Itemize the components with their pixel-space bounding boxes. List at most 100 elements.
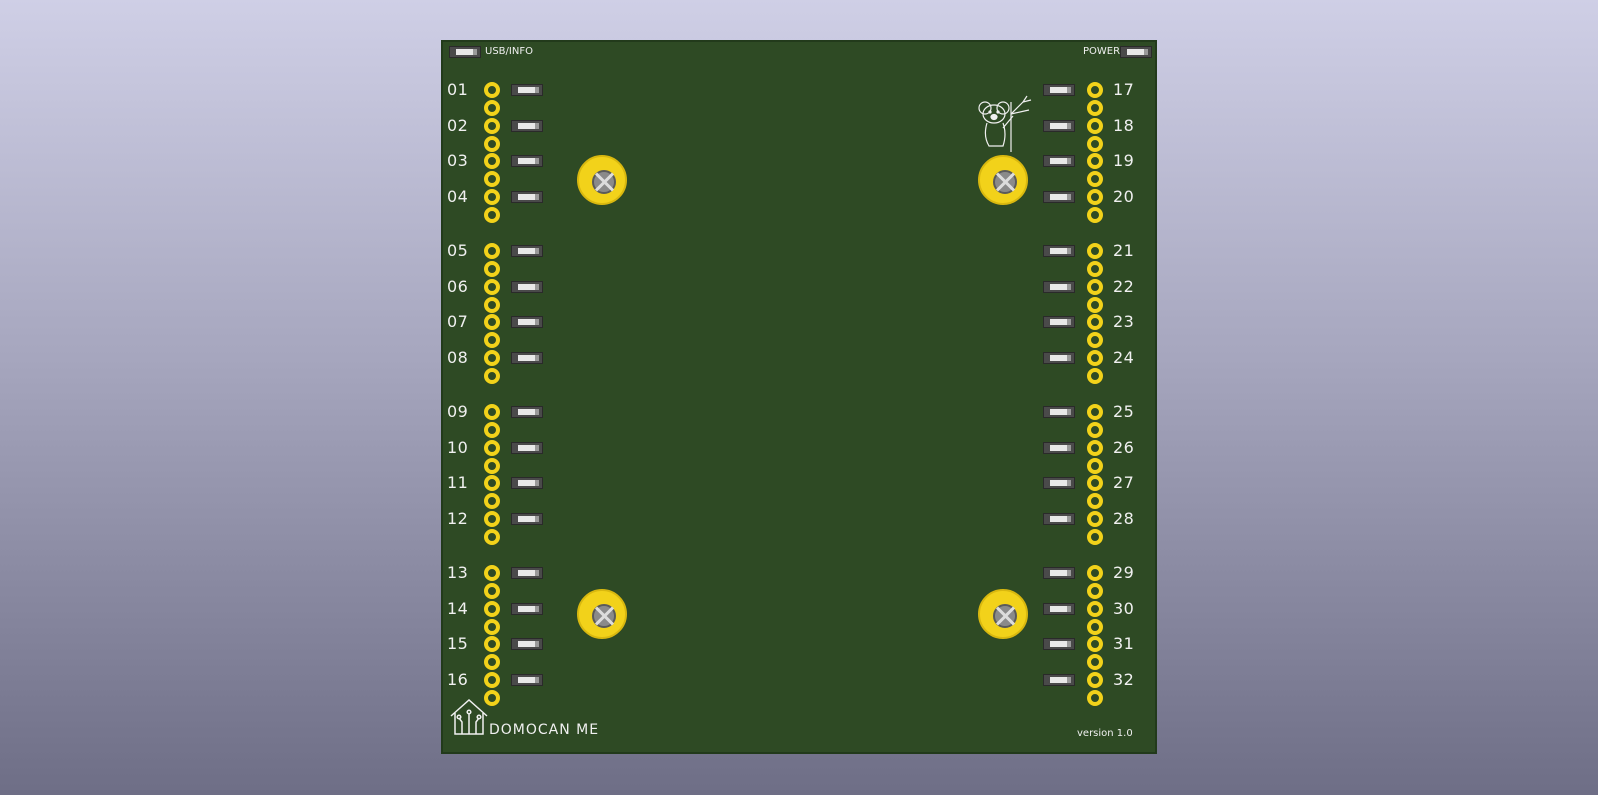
solder-pad [484,690,500,707]
koala-icon [978,95,1032,152]
channel-led [511,567,543,579]
pcb-board: USB/INFO POWER DOMOCAN ME version 1.0 01… [441,40,1157,754]
power-label: POWER [1083,46,1121,57]
solder-pad [1087,636,1103,653]
solder-pad [484,600,500,617]
channel-led [1043,567,1075,579]
channel-led [511,316,543,329]
solder-pad [1087,82,1103,98]
channel-led [511,84,543,96]
channel-number: 22 [1113,276,1135,296]
channel-number: 17 [1113,80,1135,99]
channel-led [1043,674,1075,687]
solder-pad [484,171,500,188]
channel-led [1043,513,1075,526]
solder-pad [1087,618,1103,635]
solder-pad [1087,600,1103,617]
channel-number: 01 [447,80,469,99]
solder-pad [484,100,500,116]
channel-led [1043,352,1075,365]
mounting-hole-icon [978,589,1028,639]
solder-pad [1087,332,1103,349]
solder-pad [1087,457,1103,474]
solder-pad [484,296,500,313]
channel-led [1043,119,1075,132]
channel-number: 19 [1113,151,1135,171]
channel-led [511,477,543,490]
channel-number: 20 [1113,187,1135,207]
channel-number: 13 [447,563,469,582]
solder-pad [484,529,500,546]
channel-number: 02 [447,115,469,135]
solder-pad [1087,189,1103,206]
channel-number: 28 [1113,509,1135,529]
solder-pad [484,618,500,635]
channel-number: 10 [447,437,469,457]
channel-number: 32 [1113,670,1135,690]
solder-pad [1087,243,1103,259]
channel-number: 29 [1113,563,1135,582]
channel-number: 16 [447,670,469,690]
channel-led [1043,441,1075,454]
channel-led [1043,245,1075,257]
channel-led [511,119,543,132]
channel-led [1043,84,1075,96]
solder-pad [1087,422,1103,438]
solder-pad [484,654,500,671]
channel-led [1043,155,1075,168]
channel-number: 31 [1113,634,1135,654]
channel-led [1043,477,1075,490]
solder-pad [484,511,500,528]
solder-pad [1087,654,1103,671]
solder-pad [484,565,500,581]
solder-pad [484,332,500,349]
channel-number: 05 [447,241,469,260]
solder-pad [484,636,500,653]
solder-pad [1087,278,1103,295]
channel-number: 07 [447,312,469,332]
channel-led [1043,406,1075,418]
channel-number: 15 [447,634,469,654]
solder-pad [484,243,500,259]
solder-pad [484,153,500,170]
channel-led [511,155,543,168]
power-led [1120,46,1152,58]
channel-led [1043,191,1075,204]
channel-number: 09 [447,402,469,421]
solder-pad [1087,153,1103,170]
channel-number: 27 [1113,473,1135,493]
channel-number: 06 [447,276,469,296]
solder-pad [1087,368,1103,385]
solder-pad [1087,117,1103,134]
solder-pad [484,278,500,295]
solder-pad [484,439,500,456]
solder-pad [484,314,500,331]
house-circuit-icon [450,698,488,735]
channel-led [1043,316,1075,329]
channel-led [511,280,543,293]
channel-number: 25 [1113,402,1135,421]
solder-pad [484,422,500,438]
channel-number: 14 [447,598,469,618]
channel-number: 26 [1113,437,1135,457]
solder-pad [1087,350,1103,367]
solder-pad [1087,672,1103,689]
channel-number: 23 [1113,312,1135,332]
version-label: version 1.0 [1077,728,1133,739]
channel-number: 30 [1113,598,1135,618]
solder-pad [484,117,500,134]
solder-pad [1087,583,1103,599]
channel-led [511,245,543,257]
solder-pad [484,493,500,510]
solder-pad [1087,207,1103,224]
solder-pad [1087,439,1103,456]
usb-info-label: USB/INFO [485,46,533,57]
channel-led [511,441,543,454]
channel-number: 03 [447,151,469,171]
solder-pad [484,368,500,385]
solder-pad [1087,493,1103,510]
solder-pad [1087,511,1103,528]
solder-pad [1087,100,1103,116]
channel-led [511,674,543,687]
channel-led [1043,638,1075,651]
